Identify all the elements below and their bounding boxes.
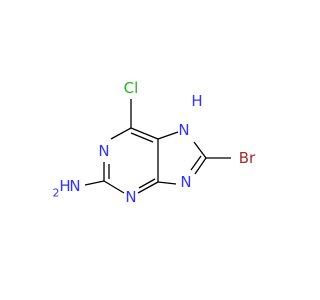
amine-nitrogen-label: N [69,177,80,195]
amine-hydrogen-label: H [59,177,70,195]
chemical-structure-diagram: Cl N N N H N Br N H 2 [53,79,257,206]
bond-c2-nh2 [84,180,105,186]
bond-c5-n7 [157,131,179,140]
chlorine-label: Cl [124,79,139,97]
bond-c8-n9-a [194,157,207,175]
bond-c6-n1 [110,127,132,140]
n7-label: N [178,121,189,139]
bond-c2-n3 [103,180,125,194]
n7-hydrogen-label: H [191,92,202,110]
bond-c5-c6-a [130,127,159,140]
bond-c5-c6-b [130,132,154,143]
bond-n3-c4-b [138,178,156,189]
bonds [84,99,231,194]
n9-label: N [180,173,191,191]
bromine-label: Br [239,149,256,167]
amine-subscript-label: 2 [53,187,60,200]
n1-label: N [98,142,109,160]
bond-c8-n9-b [190,155,202,171]
bond-n7-c8 [193,141,207,159]
bond-n3-c4-a [137,181,159,194]
n3-label: N [125,188,136,206]
atom-labels: Cl N N N H N Br N H 2 [53,79,257,206]
bond-n9-c4 [157,181,177,185]
